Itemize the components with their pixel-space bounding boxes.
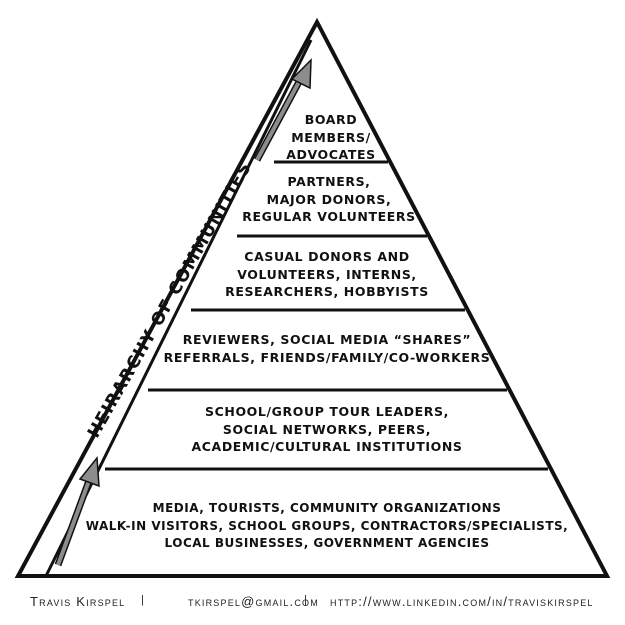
- tier-2-line-3: REGULAR VOLUNTEERS: [242, 209, 416, 224]
- tier-2-line-1: PARTNERS,: [287, 174, 371, 189]
- tier-1-line-3: ADVOCATES: [286, 147, 376, 162]
- tier-2-line-2: MAJOR DONORS,: [266, 191, 392, 207]
- footer-separator-2: |: [304, 594, 309, 606]
- tier-4-line-2: REFERRALS, FRIENDS/FAMILY/CO-WORKERS: [163, 349, 491, 365]
- tier-6-line-1: MEDIA, TOURISTS, COMMUNITY ORGANIZATIONS: [152, 501, 502, 515]
- arrow-up-icon: [54, 456, 100, 567]
- tier-1-text: BOARD MEMBERS/ ADVOCATES: [286, 111, 375, 164]
- arrow-up-icon-top: [253, 58, 312, 162]
- tier-6-line-2: WALK-IN VISITORS, SCHOOL GROUPS, CONTRAC…: [85, 518, 569, 533]
- pyramid-outline: [14, 17, 611, 578]
- footer: Travis Kirspel | tkirspel@gmail.com | ht…: [0, 594, 625, 614]
- tier-3-text: CASUAL DONORS AND VOLUNTEERS, INTERNS, R…: [225, 248, 429, 301]
- tier-4-line-1: REVIEWERS, SOCIAL MEDIA “SHARES”: [182, 332, 472, 347]
- tier-6-text: MEDIA, TOURISTS, COMMUNITY ORGANIZATIONS…: [86, 500, 568, 553]
- tier-1-line-2: MEMBERS/: [291, 129, 371, 145]
- footer-separator-1: |: [141, 594, 146, 606]
- footer-email-link[interactable]: tkirspel@gmail.com: [188, 594, 319, 609]
- tier-2-text: PARTNERS, MAJOR DONORS, REGULAR VOLUNTEE…: [242, 173, 415, 226]
- footer-author-name: Travis Kirspel: [30, 594, 126, 609]
- tier-5-text: SCHOOL/GROUP TOUR LEADERS, SOCIAL NETWOR…: [191, 403, 462, 456]
- tier-6-line-3: LOCAL BUSINESSES, GOVERNMENT AGENCIES: [164, 536, 490, 550]
- tier-5-line-3: ACADEMIC/CULTURAL INSTITUTIONS: [191, 439, 463, 454]
- tier-1-line-1: BOARD: [304, 112, 358, 127]
- tier-5-line-1: SCHOOL/GROUP TOUR LEADERS,: [205, 404, 449, 419]
- tier-3-line-1: CASUAL DONORS AND: [244, 249, 410, 264]
- tier-3-line-2: VOLUNTEERS, INTERNS,: [237, 266, 417, 282]
- tier-4-text: REVIEWERS, SOCIAL MEDIA “SHARES” REFERRA…: [164, 331, 491, 366]
- footer-linkedin-link[interactable]: http://www.linkedin.com/in/traviskirspel: [330, 594, 594, 609]
- tier-5-line-2: SOCIAL NETWORKS, PEERS,: [222, 421, 432, 437]
- tier-3-line-3: RESEARCHERS, HOBBYISTS: [225, 284, 429, 299]
